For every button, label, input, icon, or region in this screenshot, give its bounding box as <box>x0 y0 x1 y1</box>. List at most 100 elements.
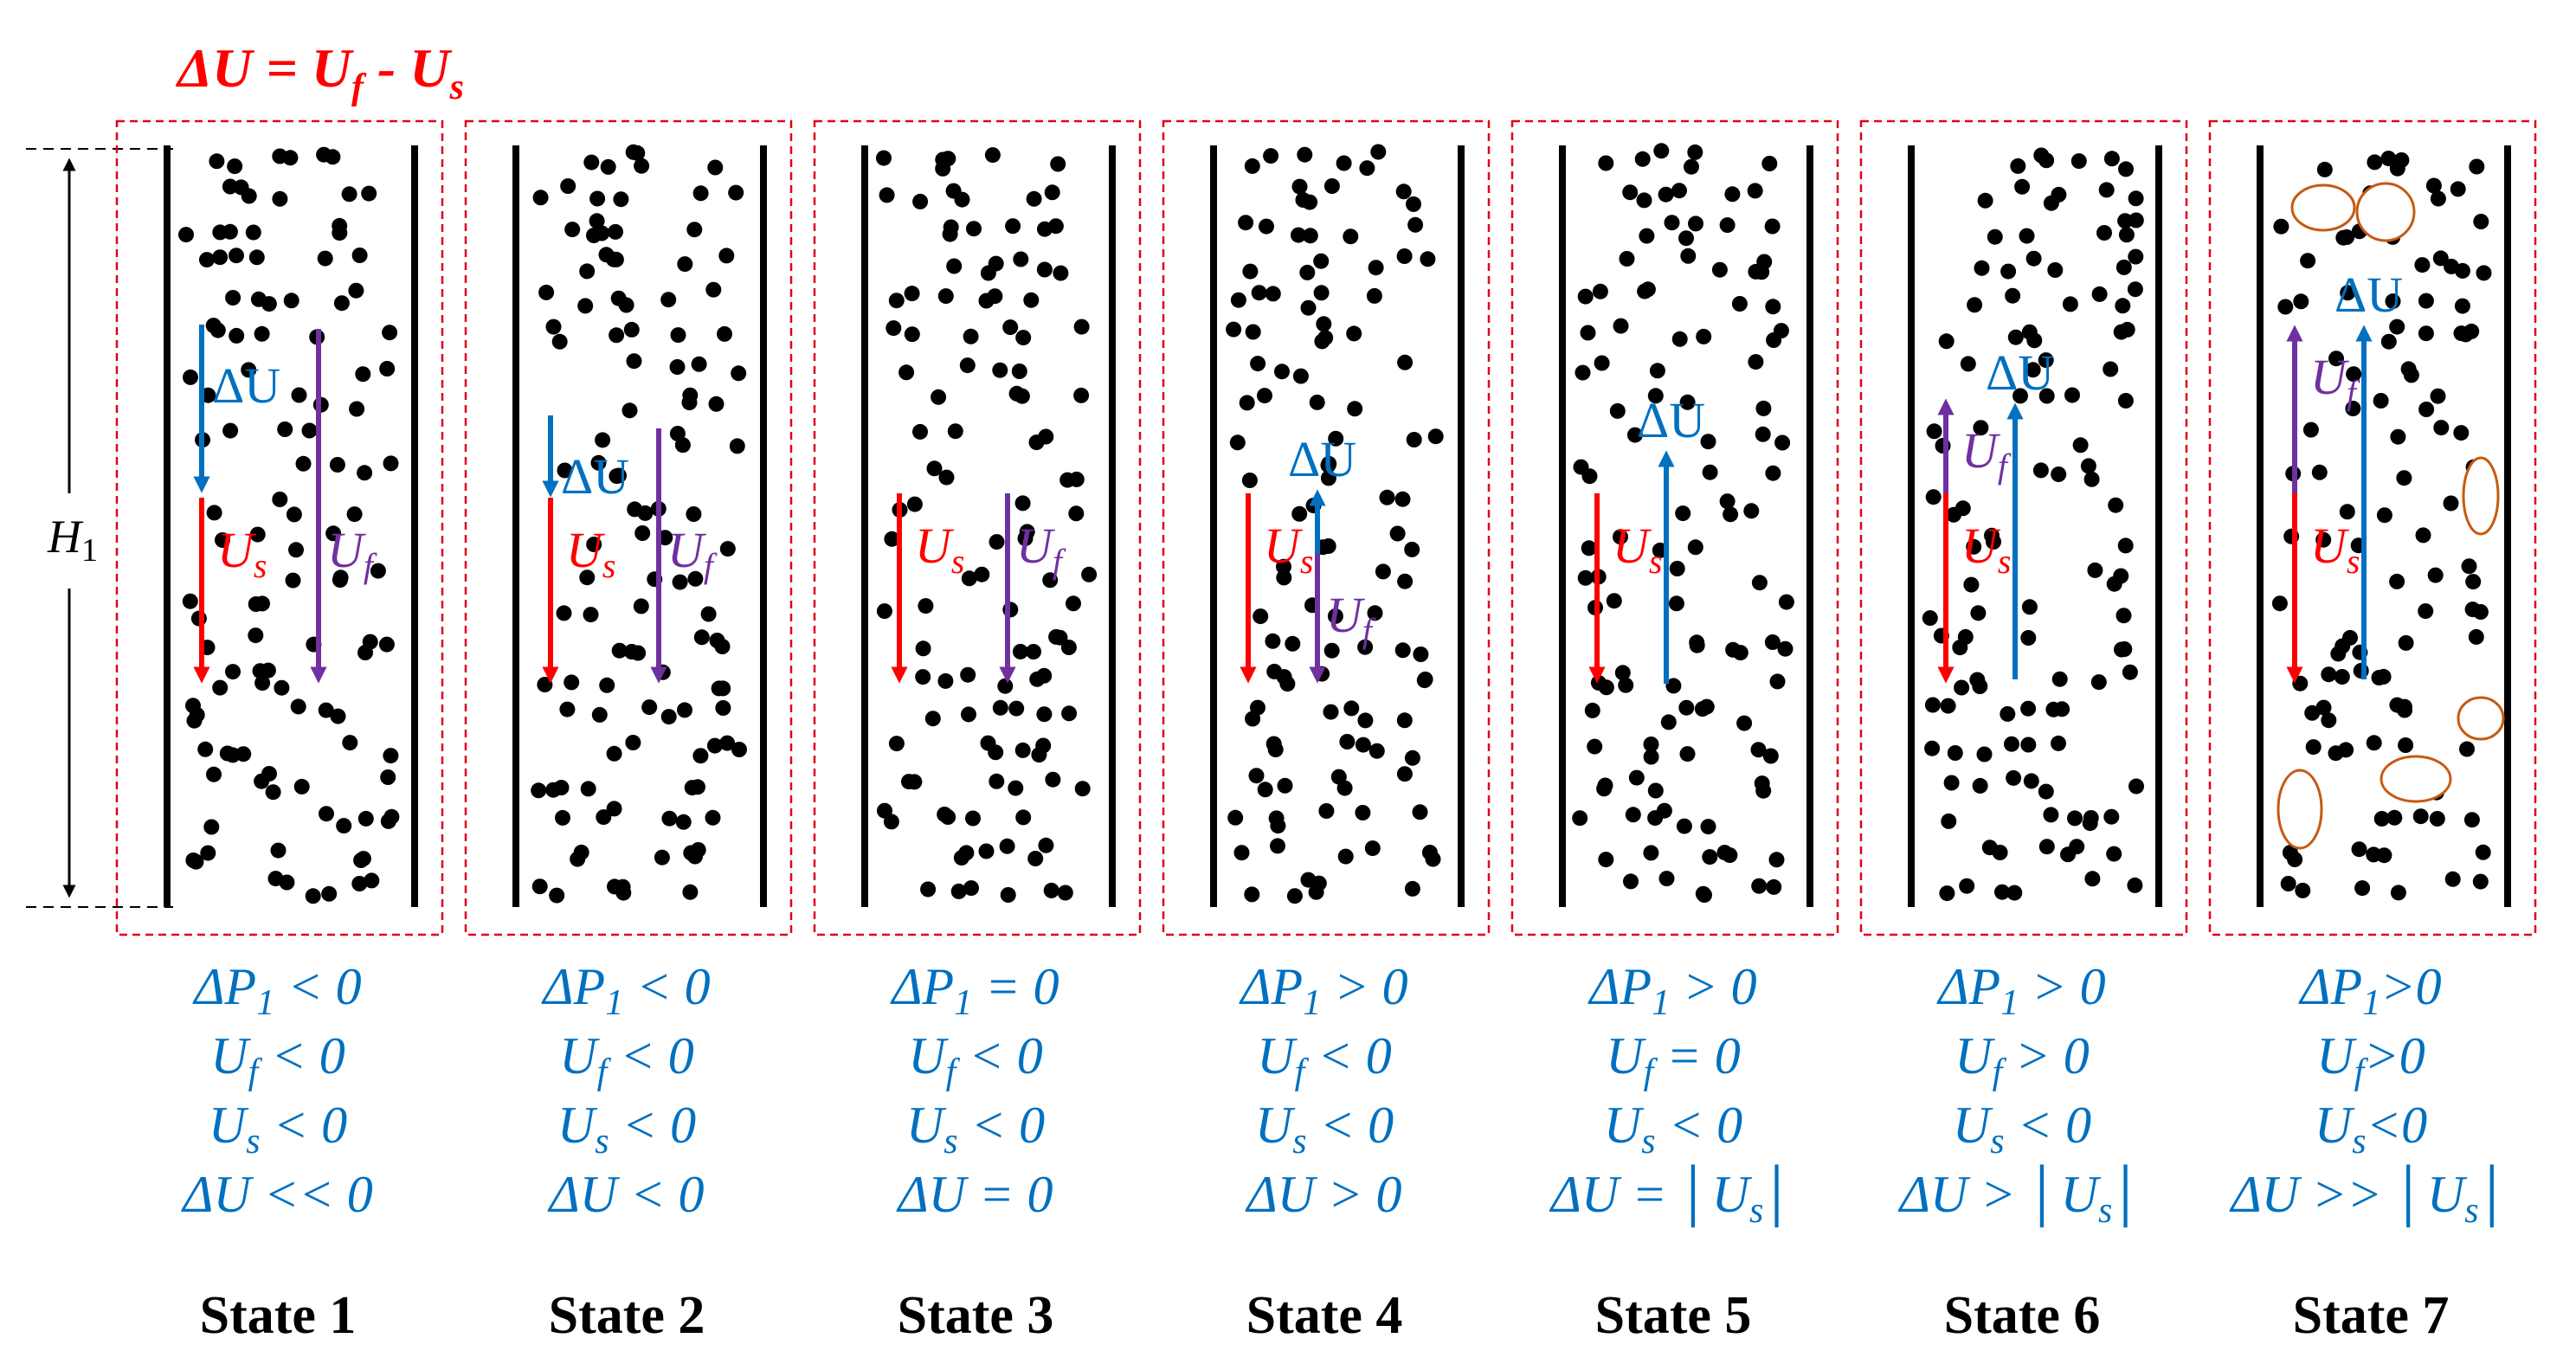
particle <box>282 150 299 166</box>
particle <box>884 531 900 547</box>
particle <box>1026 190 1042 207</box>
particle <box>1406 432 1422 447</box>
particle <box>1029 671 1046 687</box>
particle <box>1396 712 1413 729</box>
particle <box>1239 395 1255 411</box>
particle <box>1634 151 1651 167</box>
condition-line: Uf > 0 <box>1955 1027 2090 1092</box>
particle <box>1959 878 1975 894</box>
us-label: Us <box>1264 518 1313 581</box>
particle <box>285 572 301 589</box>
particle <box>2064 387 2080 403</box>
state-name: State 7 <box>2293 1286 2450 1345</box>
particle <box>997 678 1014 694</box>
particle <box>2386 809 2403 826</box>
condition-line: ΔU >> │Us│ <box>2229 1164 2510 1231</box>
particle <box>1245 324 1261 340</box>
gas-bubble <box>2457 696 2505 741</box>
particle <box>379 361 396 376</box>
particle <box>1268 810 1285 827</box>
particle <box>2006 885 2023 901</box>
particle <box>2321 666 2337 683</box>
condition-line: Uf < 0 <box>1257 1027 1392 1092</box>
condition-line: Uf>0 <box>2316 1027 2425 1092</box>
title-f-sub: f <box>351 68 367 107</box>
particle <box>1276 558 1291 575</box>
particle <box>879 187 895 203</box>
particle <box>731 365 747 382</box>
particle <box>1647 388 1664 404</box>
particle <box>2038 152 2055 169</box>
particle <box>2117 393 2134 409</box>
particle <box>265 784 281 801</box>
particle <box>2103 808 2120 825</box>
particle <box>2415 527 2431 544</box>
particle <box>2305 739 2322 756</box>
particle <box>330 708 346 724</box>
particle <box>2067 810 2083 827</box>
particle <box>1618 677 1634 693</box>
particle <box>700 606 717 622</box>
condition-line: Us < 0 <box>209 1097 347 1161</box>
particle <box>185 852 202 868</box>
particle <box>248 249 265 266</box>
particle <box>332 569 349 586</box>
gas-bubble <box>2277 769 2323 850</box>
particle <box>2418 293 2434 309</box>
condition-line: ΔP1 < 0 <box>541 958 710 1023</box>
uf-label: Uf <box>1961 422 2012 486</box>
particle <box>2469 158 2485 175</box>
particle <box>2271 595 2288 612</box>
particle <box>341 186 357 203</box>
particle <box>349 401 365 417</box>
particle <box>2315 531 2332 548</box>
particle <box>915 640 931 657</box>
particle <box>980 265 996 281</box>
particle <box>301 422 318 439</box>
particle <box>229 248 244 264</box>
particle <box>382 325 398 341</box>
particle <box>629 145 646 161</box>
particle <box>286 506 302 523</box>
particle <box>185 698 201 714</box>
condition-line: Uf < 0 <box>210 1027 345 1092</box>
particle <box>2472 873 2489 890</box>
particle <box>2328 351 2344 367</box>
particle <box>1375 563 1391 580</box>
particle <box>351 876 368 891</box>
us-label: Us <box>1961 518 2011 581</box>
particle <box>1366 287 1382 304</box>
particle <box>2116 608 2132 624</box>
particle <box>2014 178 2031 195</box>
particle <box>1580 325 1596 341</box>
particle <box>538 284 555 300</box>
particle <box>361 185 377 202</box>
state-name: State 2 <box>549 1286 705 1345</box>
particle <box>2339 504 2355 520</box>
condition-line: ΔU > │Us│ <box>1898 1164 2145 1231</box>
particle <box>2000 705 2016 722</box>
particle <box>1671 331 1688 347</box>
particle <box>599 677 615 693</box>
particle <box>2450 181 2466 197</box>
particle <box>1013 251 1029 267</box>
particle <box>595 432 611 448</box>
particle <box>1263 148 1279 164</box>
particle <box>1778 594 1794 610</box>
particle <box>706 737 723 754</box>
particle <box>1575 364 1591 381</box>
particle <box>1972 777 1988 794</box>
particle <box>693 629 710 646</box>
particle <box>1370 144 1387 160</box>
particle <box>1577 569 1594 586</box>
particle <box>1027 851 1044 866</box>
particle <box>705 809 721 826</box>
particle <box>1044 184 1060 201</box>
particle <box>555 809 570 826</box>
particle <box>1743 503 1760 519</box>
particle <box>1042 572 1059 589</box>
particle <box>357 645 373 660</box>
particle <box>623 321 640 338</box>
particle <box>1974 260 1990 276</box>
